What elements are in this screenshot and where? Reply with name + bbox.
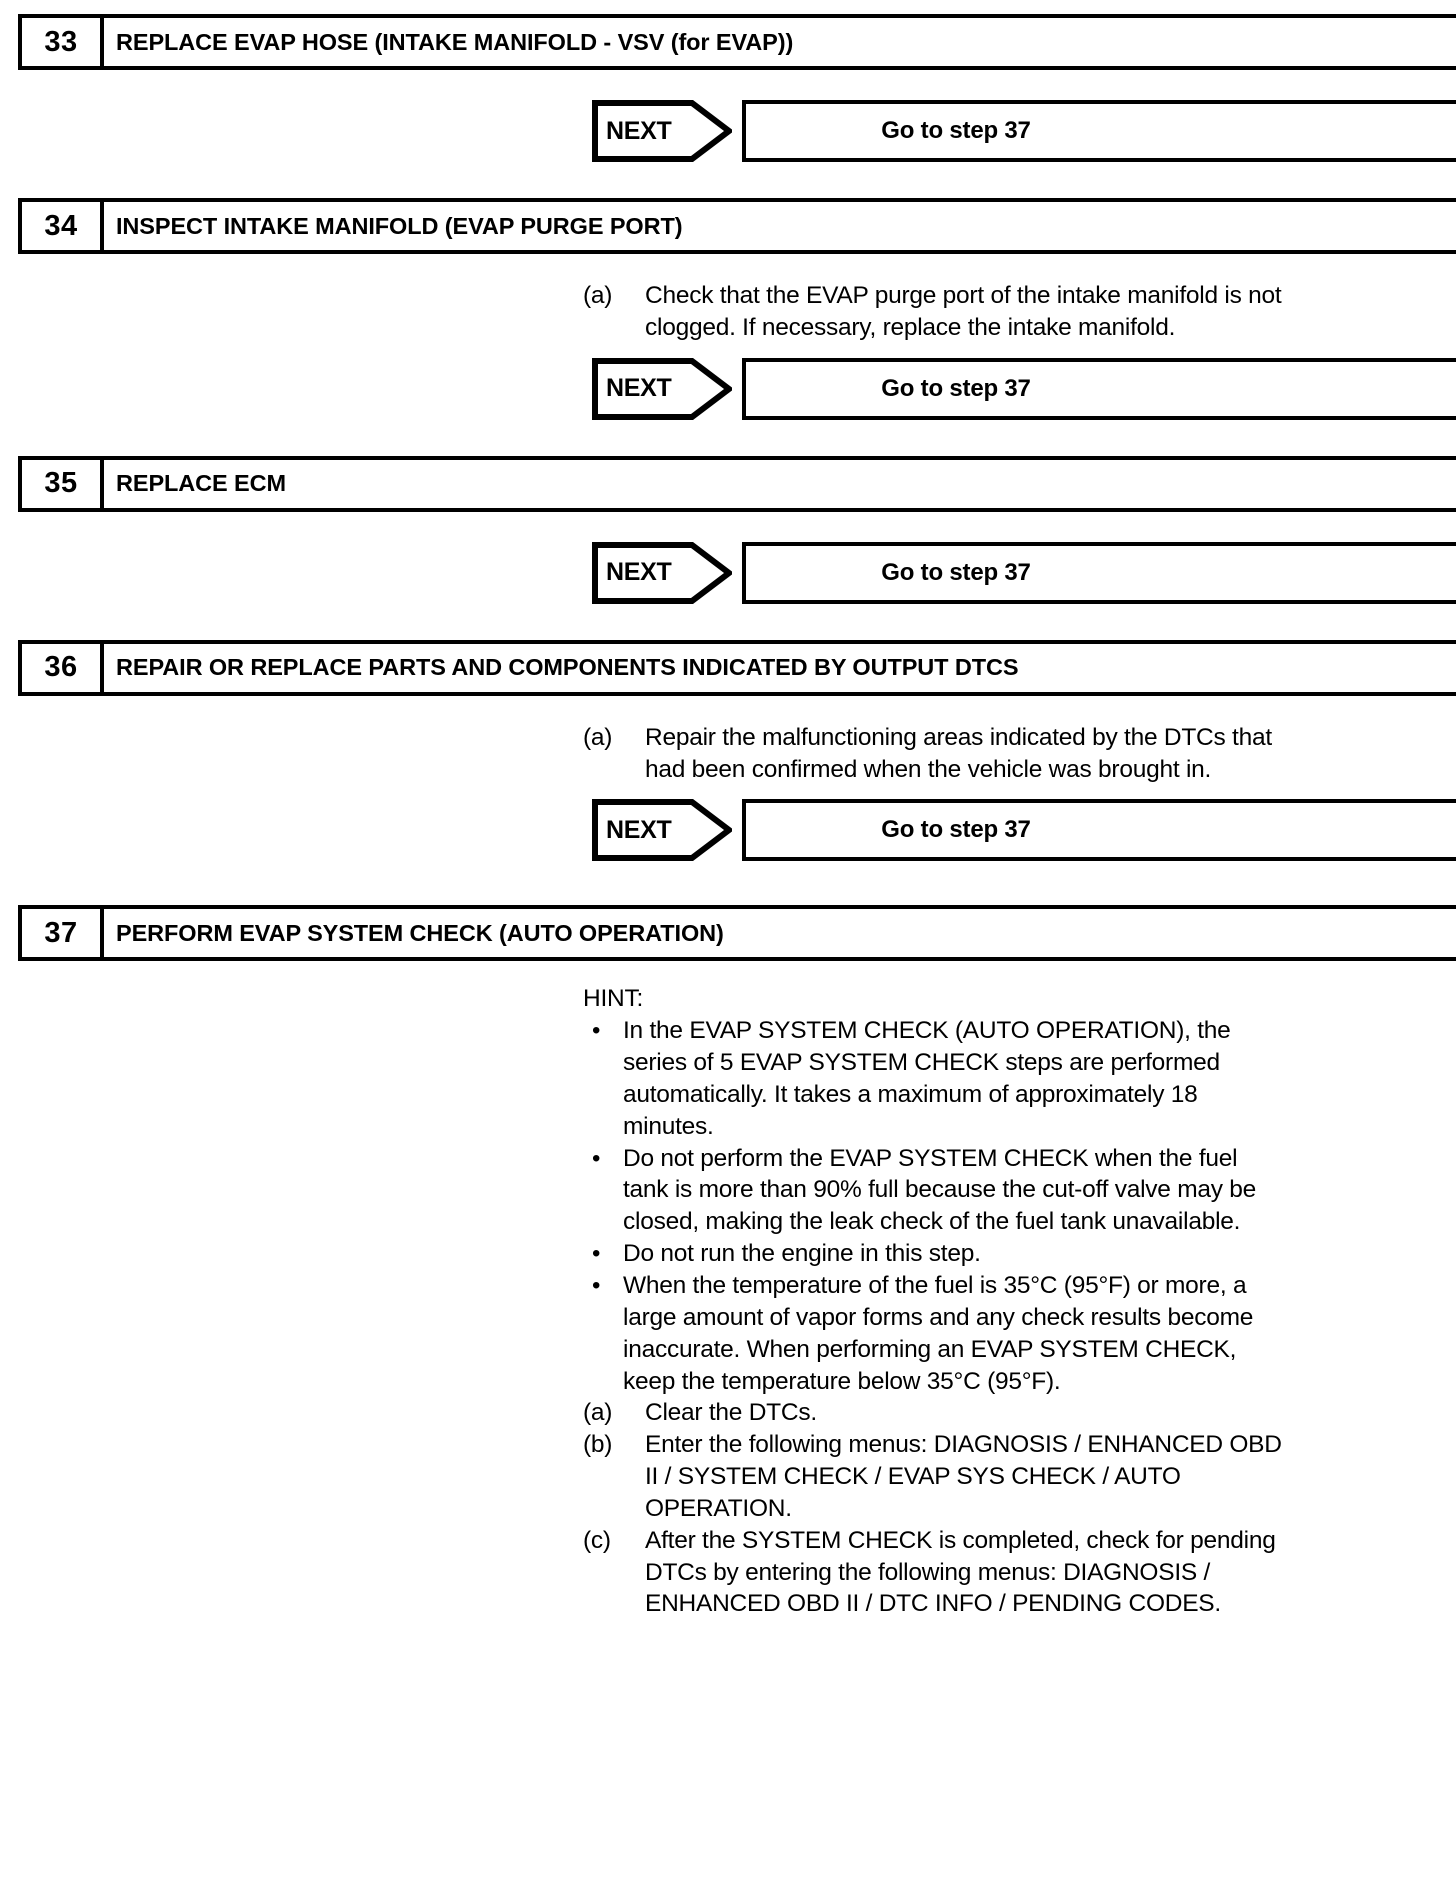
lettered-text: After the SYSTEM CHECK is completed, che… — [645, 1526, 1276, 1618]
next-arrow-icon — [592, 541, 732, 604]
step-header-36: 36 REPAIR OR REPLACE PARTS AND COMPONENT… — [18, 639, 1456, 696]
next-badge-34[interactable]: NEXT — [592, 357, 732, 420]
next-label-34: NEXT — [606, 374, 672, 403]
goto-text-35: Go to step 37 — [881, 558, 1031, 586]
step-title-35: REPLACE ECM — [116, 470, 286, 497]
bullet-glyph-icon: • — [592, 1271, 601, 1299]
next-row-35: NEXT Go to step 37 — [592, 541, 1456, 604]
lettered-marker: (a) — [583, 1399, 613, 1427]
step-body-37: HINT: • In the EVAP SYSTEM CHECK (AUTO O… — [583, 983, 1283, 1620]
step-title-33: REPLACE EVAP HOSE (INTAKE MANIFOLD - VSV… — [116, 28, 794, 55]
step-body-34: (a) Check that the EVAP purge port of th… — [583, 280, 1283, 344]
goto-text-36: Go to step 37 — [881, 816, 1031, 844]
next-badge-36[interactable]: NEXT — [592, 799, 732, 862]
goto-box-33[interactable]: Go to step 37 — [742, 100, 1456, 162]
hint-bullet: • When the temperature of the fuel is 35… — [583, 1270, 1283, 1397]
step-header-33: 33 REPLACE EVAP HOSE (INTAKE MANIFOLD - … — [18, 14, 1456, 70]
hint-bullet: • In the EVAP SYSTEM CHECK (AUTO OPERATI… — [583, 1015, 1283, 1142]
lettered-item: (a) Check that the EVAP purge port of th… — [583, 280, 1283, 344]
lettered-item: (a) Clear the DTCs. — [583, 1397, 1283, 1429]
hint-text: In the EVAP SYSTEM CHECK (AUTO OPERATION… — [623, 1017, 1231, 1140]
step-header-35: 35 REPLACE ECM — [18, 455, 1456, 512]
next-label-35: NEXT — [606, 558, 672, 587]
hint-text: Do not run the engine in this step. — [623, 1240, 981, 1268]
next-arrow-icon — [592, 357, 732, 420]
hint-label: HINT: — [583, 985, 643, 1013]
hint-text: Do not perform the EVAP SYSTEM CHECK whe… — [623, 1144, 1257, 1236]
step-title-34: INSPECT INTAKE MANIFOLD (EVAP PURGE PORT… — [116, 212, 683, 239]
lettered-marker: (a) — [583, 723, 613, 751]
next-arrow-icon — [592, 799, 732, 862]
next-arrow-icon — [592, 100, 732, 162]
lettered-marker: (c) — [583, 1526, 611, 1554]
lettered-text: Repair the malfunctioning areas indicate… — [645, 723, 1272, 783]
step-number-36: 36 — [22, 643, 104, 692]
next-row-34: NEXT Go to step 37 — [592, 357, 1456, 420]
next-label-33: NEXT — [606, 116, 672, 145]
next-badge-35[interactable]: NEXT — [592, 541, 732, 604]
step-header-37: 37 PERFORM EVAP SYSTEM CHECK (AUTO OPERA… — [18, 905, 1456, 962]
step-block-37: 37 PERFORM EVAP SYSTEM CHECK (AUTO OPERA… — [0, 861, 1456, 1620]
step-body-36: (a) Repair the malfunctioning areas indi… — [583, 722, 1283, 786]
lettered-marker: (a) — [583, 282, 613, 309]
step-number-35: 35 — [22, 459, 104, 508]
lettered-item: (c) After the SYSTEM CHECK is completed,… — [583, 1525, 1283, 1621]
step-number-33: 33 — [22, 18, 104, 66]
step-title-36: REPAIR OR REPLACE PARTS AND COMPONENTS I… — [116, 654, 1019, 681]
lettered-item: (a) Repair the malfunctioning areas indi… — [583, 722, 1283, 786]
next-row-36: NEXT Go to step 37 — [592, 799, 1456, 862]
bullet-glyph-icon: • — [592, 1017, 601, 1045]
bullet-glyph-icon: • — [592, 1144, 601, 1172]
lettered-item: (b) Enter the following menus: DIAGNOSIS… — [583, 1429, 1283, 1525]
step-block-35: 35 REPLACE ECM NEXT Go to step 37 — [0, 420, 1456, 604]
next-label-36: NEXT — [606, 815, 672, 844]
lettered-marker: (b) — [583, 1431, 613, 1459]
next-row-33: NEXT Go to step 37 — [592, 100, 1456, 162]
step-number-37: 37 — [22, 909, 104, 958]
hint-bullet: • Do not perform the EVAP SYSTEM CHECK w… — [583, 1143, 1283, 1239]
lettered-text: Clear the DTCs. — [645, 1399, 817, 1427]
step-block-33: 33 REPLACE EVAP HOSE (INTAKE MANIFOLD - … — [0, 0, 1456, 162]
hint-bullet: • Do not run the engine in this step. — [583, 1238, 1283, 1270]
goto-text-34: Go to step 37 — [881, 374, 1031, 402]
lettered-text: Check that the EVAP purge port of the in… — [645, 282, 1282, 341]
goto-box-35[interactable]: Go to step 37 — [742, 541, 1456, 604]
goto-text-33: Go to step 37 — [881, 117, 1031, 144]
bullet-glyph-icon: • — [592, 1240, 601, 1268]
hint-text: When the temperature of the fuel is 35°C… — [623, 1271, 1254, 1395]
step-number-34: 34 — [22, 202, 104, 250]
step-header-34: 34 INSPECT INTAKE MANIFOLD (EVAP PURGE P… — [18, 198, 1456, 254]
step-block-34: 34 INSPECT INTAKE MANIFOLD (EVAP PURGE P… — [0, 162, 1456, 420]
step-block-36: 36 REPAIR OR REPLACE PARTS AND COMPONENT… — [0, 604, 1456, 862]
lettered-text: Enter the following menus: DIAGNOSIS / E… — [645, 1431, 1282, 1522]
step-title-37: PERFORM EVAP SYSTEM CHECK (AUTO OPERATIO… — [116, 919, 724, 946]
next-badge-33[interactable]: NEXT — [592, 100, 732, 162]
goto-box-36[interactable]: Go to step 37 — [742, 799, 1456, 862]
goto-box-34[interactable]: Go to step 37 — [742, 357, 1456, 420]
